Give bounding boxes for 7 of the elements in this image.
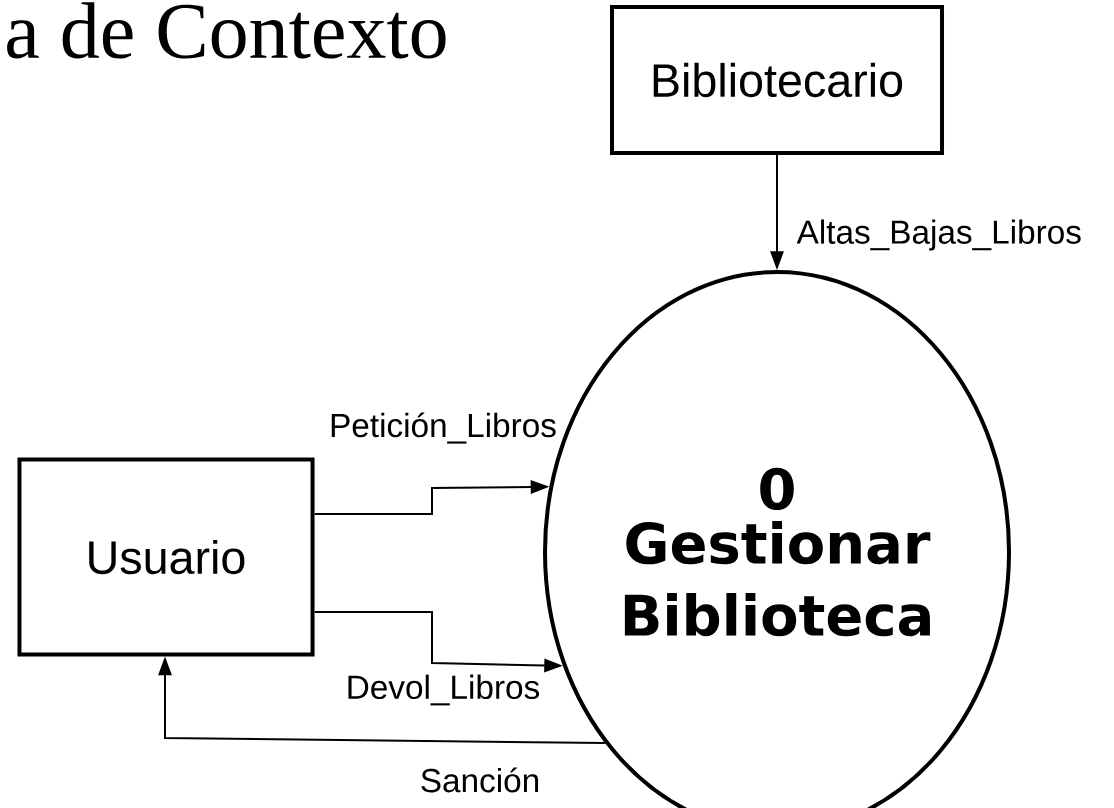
edge-label: Altas_Bajas_Libros <box>796 219 1081 251</box>
edge-label: Sanción <box>421 767 539 793</box>
entity-box: Usuario <box>17 457 315 657</box>
edge-label: Devol_Libros <box>348 674 539 706</box>
entity-box: Bibliotecario <box>610 5 944 155</box>
title: a de Contexto <box>7 2 446 59</box>
edge-label: Petición_Libros <box>331 412 556 444</box>
